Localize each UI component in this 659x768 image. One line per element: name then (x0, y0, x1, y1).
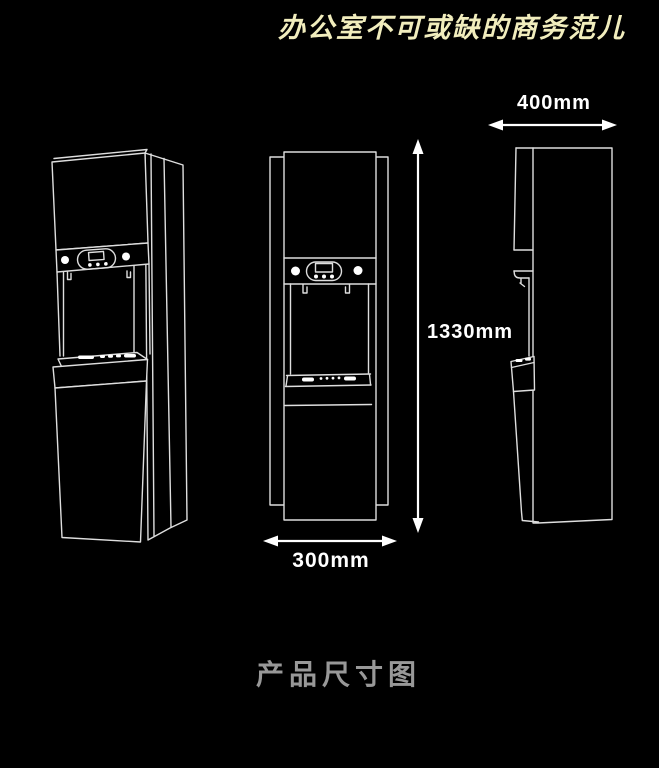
caption-text: 产品尺寸图 (256, 659, 422, 690)
dispenser-side-view-drawing (510, 147, 613, 524)
depth-dimension-arrow (263, 535, 397, 547)
depth-dimension-label: 300mm (292, 549, 370, 572)
slogan-text: 办公室不可或缺的商务范儿 (278, 13, 626, 43)
height-dimension-label: 1330mm (427, 321, 514, 343)
width-dimension-arrow (488, 119, 617, 131)
height-dimension-arrow (412, 139, 424, 533)
width-dimension-label: 400mm (517, 92, 591, 114)
dispenser-perspective-view-drawing (51, 148, 188, 543)
dispenser-front-view-drawing (269, 151, 389, 521)
